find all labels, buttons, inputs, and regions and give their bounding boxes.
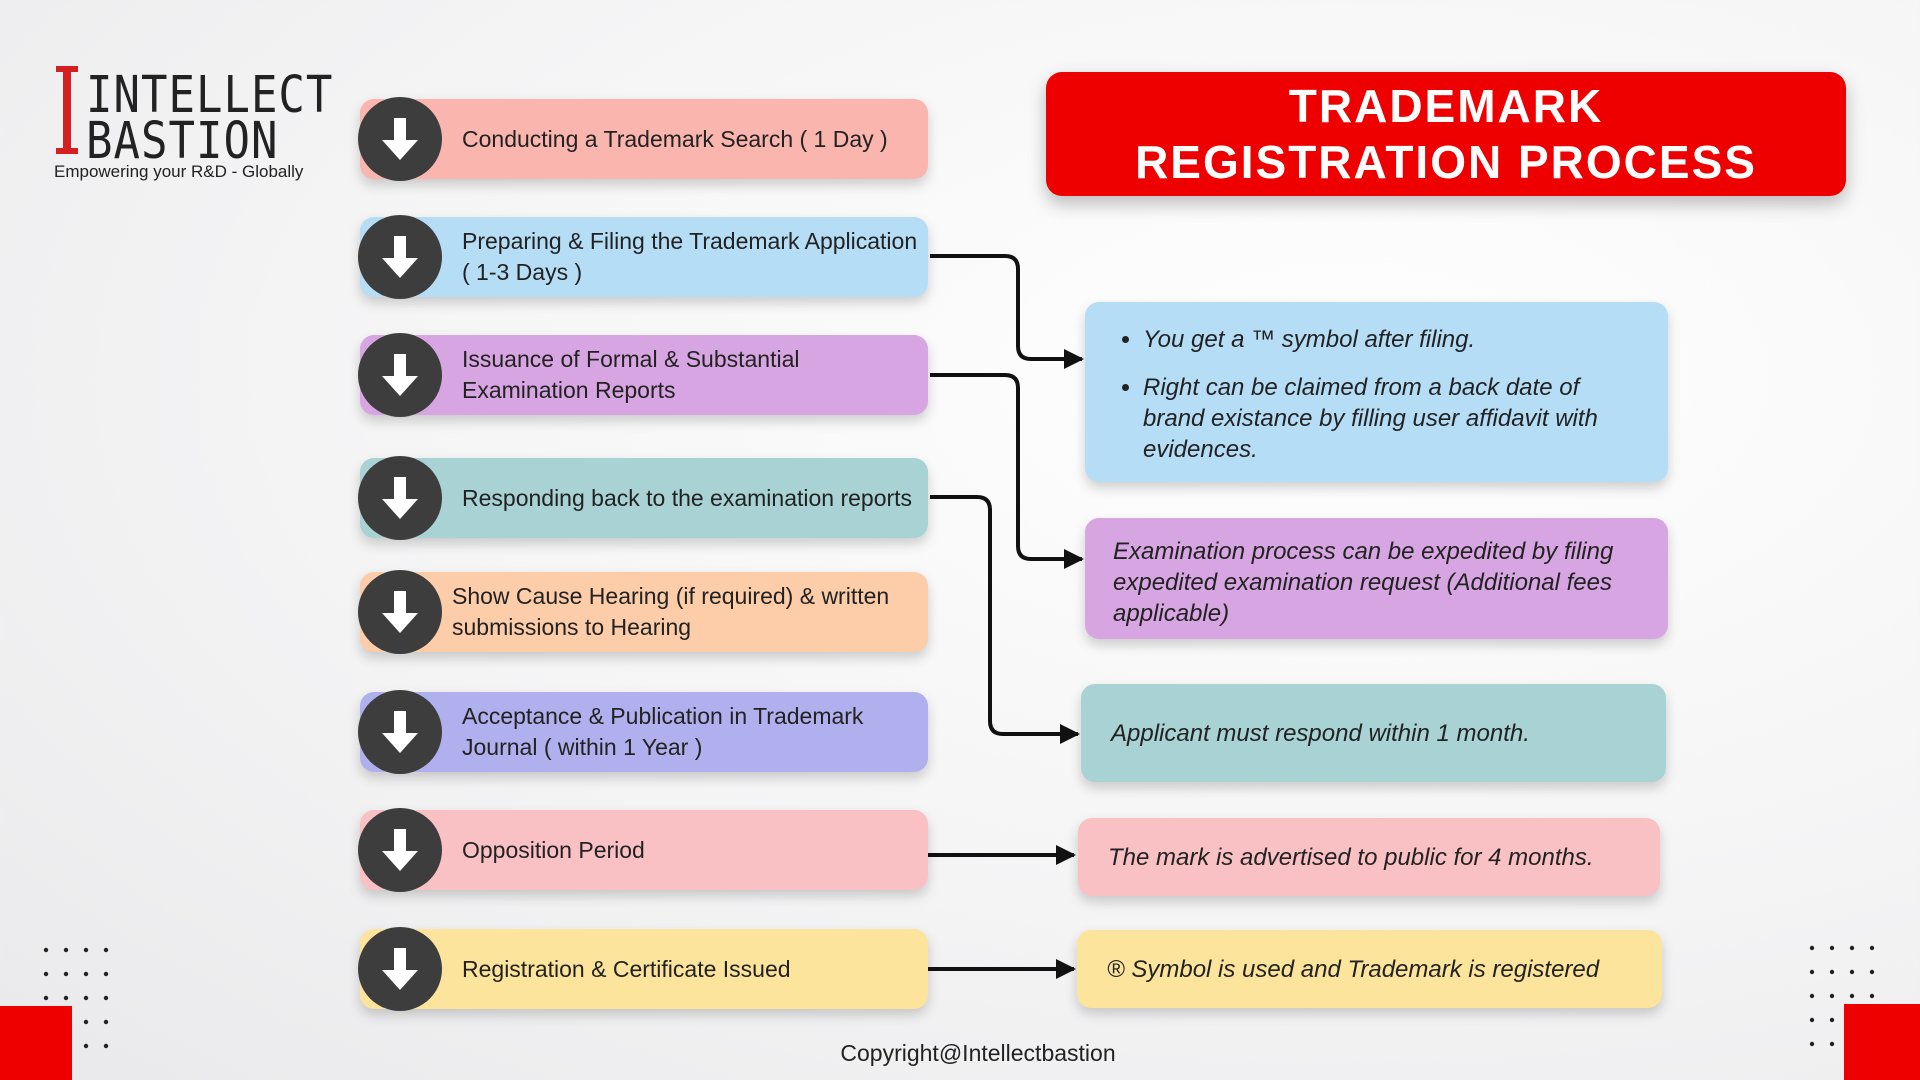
arrow-down-icon [358, 690, 442, 774]
decor-red-block-left [0, 1006, 72, 1080]
title-banner: TRADEMARK REGISTRATION PROCESS [1046, 72, 1846, 196]
connector-filing [930, 254, 1084, 369]
arrow-down-icon [358, 97, 442, 181]
note-examination: Examination process can be expedited by … [1085, 518, 1668, 639]
step-label: Show Cause Hearing (if required) & writt… [452, 583, 890, 640]
note-bullet: You get a ™ symbol after filing. [1143, 324, 1628, 355]
note-response-text: Applicant must respond within 1 month. [1111, 719, 1530, 747]
step-label: Acceptance & Publication in Trademark Jo… [462, 703, 864, 760]
note-opposition-text: The mark is advertised to public for 4 m… [1108, 843, 1594, 871]
note-filing: You get a ™ symbol after filing. Right c… [1085, 302, 1668, 482]
note-registration: ® Symbol is used and Trademark is regist… [1077, 930, 1662, 1008]
note-response: Applicant must respond within 1 month. [1081, 684, 1666, 782]
step-label: Opposition Period [462, 836, 645, 863]
note-filing-list: You get a ™ symbol after filing. Right c… [1085, 302, 1668, 465]
logo-tagline: Empowering your R&D - Globally [54, 162, 304, 181]
step-label: Conducting a Trademark Search ( 1 Day ) [462, 125, 888, 152]
step-label: Issuance of Formal & Substantial Examina… [462, 346, 800, 403]
note-bullet: Right can be claimed from a back date of… [1143, 372, 1628, 465]
decor-red-block-right [1844, 1004, 1920, 1080]
logo-line1: INTELLECT [86, 66, 334, 125]
step-registration: Registration & Certificate Issued [358, 927, 928, 1011]
arrow-down-icon [358, 570, 442, 654]
step-responding: Responding back to the examination repor… [358, 456, 928, 540]
page-title: TRADEMARK REGISTRATION PROCESS [1135, 78, 1757, 190]
step-trademark-search: Conducting a Trademark Search ( 1 Day ) [358, 97, 928, 181]
arrow-down-icon [358, 456, 442, 540]
step-label: Registration & Certificate Issued [462, 955, 791, 982]
step-opposition-period: Opposition Period [358, 808, 928, 892]
step-acceptance-publication: Acceptance & Publication in Trademark Jo… [358, 690, 928, 774]
connector-response [930, 495, 1080, 744]
title-line2: REGISTRATION PROCESS [1135, 136, 1757, 188]
pillar-i-icon [56, 66, 78, 154]
step-filing: Preparing & Filing the Trademark Applica… [358, 215, 928, 299]
note-opposition: The mark is advertised to public for 4 m… [1078, 818, 1660, 896]
note-examination-text: Examination process can be expedited by … [1113, 538, 1614, 627]
arrow-down-icon [358, 808, 442, 892]
logo-line2: BASTION [86, 112, 279, 171]
arrow-down-icon [358, 927, 442, 1011]
arrow-down-icon [358, 333, 442, 417]
copyright-text: Copyright@Intellectbastion [840, 1040, 1116, 1066]
arrow-down-icon [358, 215, 442, 299]
step-label: Preparing & Filing the Trademark Applica… [462, 228, 918, 285]
connector-examination [930, 373, 1084, 569]
title-line1: TRADEMARK [1288, 80, 1604, 132]
step-show-cause-hearing: Show Cause Hearing (if required) & writt… [358, 570, 928, 654]
step-label: Responding back to the examination repor… [462, 484, 913, 511]
note-registration-text: ® Symbol is used and Trademark is regist… [1107, 955, 1600, 983]
step-examination-reports: Issuance of Formal & Substantial Examina… [358, 333, 928, 417]
